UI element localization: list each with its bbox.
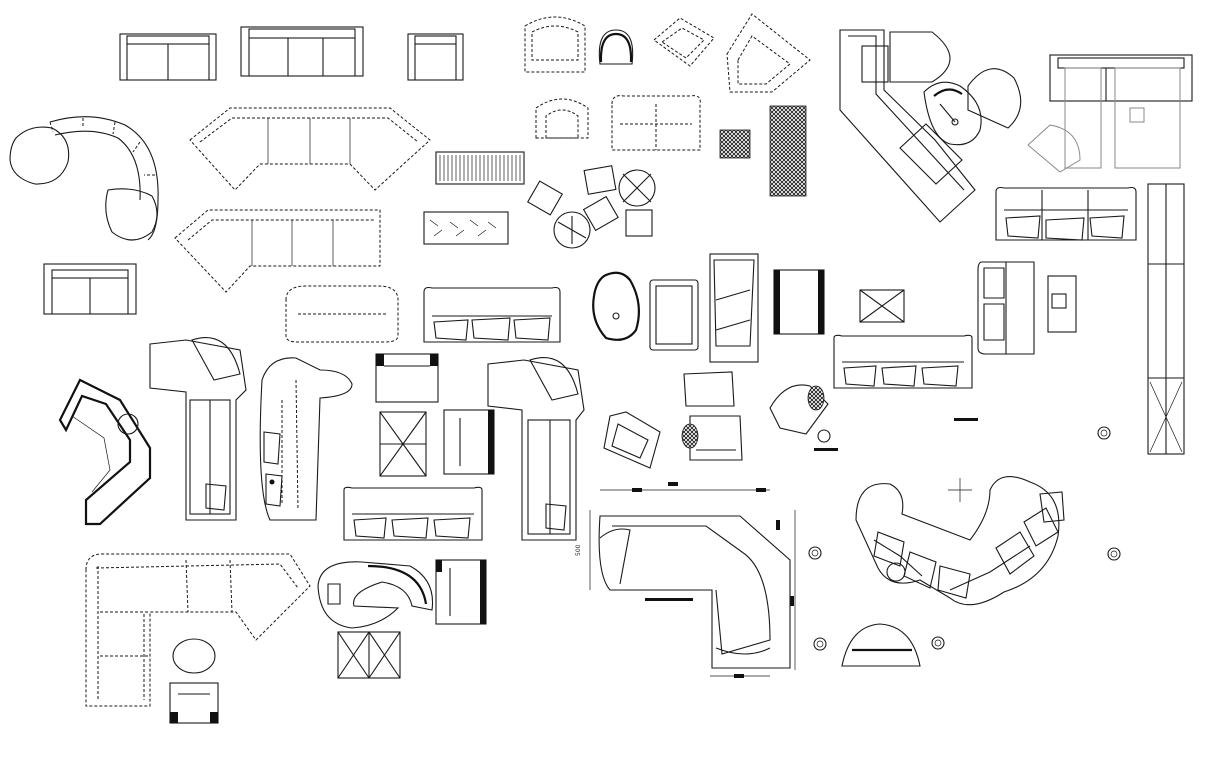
armchair-bottom-2 — [435, 559, 487, 625]
dimension-bar — [954, 418, 978, 421]
corner-sofa-gray — [1027, 54, 1193, 173]
loveseat-box — [43, 263, 137, 315]
side-table-small — [1047, 275, 1077, 333]
angled-sectional-sofa — [189, 107, 431, 191]
long-sofa-pillows — [833, 334, 973, 389]
striped-rug — [435, 151, 525, 185]
dimensioned-corner-sofa: 500 — [575, 482, 796, 678]
armchair-dark-arms — [773, 269, 825, 335]
half-round-table — [841, 623, 921, 667]
loveseat-dashed — [611, 95, 701, 151]
curved-sectional-sofa — [9, 116, 159, 241]
stool-2 — [813, 637, 827, 651]
sling-chair — [603, 411, 661, 469]
tub-chair — [598, 29, 634, 65]
sofa-3-pillows — [423, 286, 561, 343]
armchair-top — [407, 33, 464, 81]
dimension-label: 500 — [575, 544, 582, 556]
l-sectional-dashed — [85, 553, 311, 707]
armchair-vertical — [443, 409, 495, 475]
fan-corner-sectional — [149, 336, 247, 521]
curved-sofa-vertical — [259, 357, 353, 521]
rounded-sofa — [285, 285, 399, 343]
chaise-lounge — [709, 253, 759, 363]
club-chair — [524, 16, 586, 73]
wall-shelving — [1147, 183, 1185, 455]
crossed-table-1 — [379, 411, 427, 477]
stool-4 — [1107, 547, 1121, 561]
corner-chair — [726, 13, 811, 93]
sofa-2-seat-top — [119, 33, 217, 81]
swivel-chair — [769, 384, 831, 443]
tub-chair-dashed — [535, 98, 589, 139]
dimension-bar-2 — [814, 448, 838, 451]
vertical-sofa-pillows — [977, 261, 1035, 355]
diagonal-sectional — [839, 29, 976, 223]
coffee-table — [649, 279, 699, 351]
stool-3 — [931, 636, 945, 650]
angled-sectional-sofa-2 — [174, 209, 381, 293]
small-rug-hatched — [719, 129, 751, 159]
crescent-sofa — [317, 561, 434, 629]
console-table — [423, 211, 509, 245]
sofa-3-seat-top — [240, 26, 364, 77]
bistro-table-set — [526, 165, 656, 249]
lounge-chair-angled — [653, 17, 715, 67]
sofa-3-pillows-2 — [343, 486, 483, 541]
kidney-table — [592, 271, 641, 341]
runner-rug-hatched — [769, 105, 807, 197]
wave-sectional — [855, 476, 1065, 606]
crossed-table-2 — [337, 631, 401, 679]
grand-piano — [923, 81, 982, 146]
bay-sectional — [58, 378, 152, 526]
oval-ottoman — [172, 638, 216, 674]
bench-curved — [683, 371, 735, 407]
fan-corner-sectional-2 — [487, 356, 585, 541]
stool-5 — [1097, 426, 1111, 440]
sofa-with-pillows — [995, 186, 1137, 241]
square-table-cross — [859, 289, 905, 323]
stool-1 — [808, 546, 822, 560]
armchair-dark-arms-2 — [375, 353, 439, 403]
armchair-circle — [967, 68, 1022, 129]
armchair-with-cushion — [681, 415, 743, 461]
armchair-bottom — [169, 682, 219, 724]
